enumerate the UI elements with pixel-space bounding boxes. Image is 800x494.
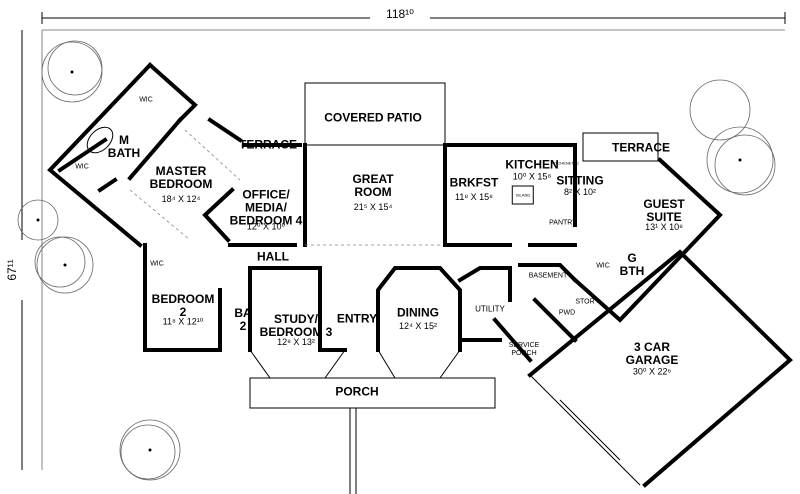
sitting-size: 8² X 10² [563, 187, 597, 197]
m-bath-label: M BATH [107, 133, 141, 160]
overall-width-dimension: 118¹⁰ [386, 7, 414, 21]
overall-depth-dimension: 67¹¹ [5, 259, 19, 281]
stor-label: STOR [575, 298, 595, 306]
wic-label: WIC [150, 260, 164, 268]
basement-label: BASEMENT [528, 272, 568, 280]
hall-label: HALL [257, 249, 289, 264]
landscape-trees [17, 40, 776, 481]
covered-patio-label: COVERED PATIO [324, 110, 422, 125]
utility-label: UTILITY [475, 304, 505, 314]
kitchen-label: KITCHEN [505, 157, 559, 172]
terrace-left-label: TERRACE [238, 137, 298, 152]
dimension-lines [21, 12, 786, 470]
bedroom-2-label: BEDROOM 2 [151, 292, 215, 319]
kitchenette-label: KITCHENETTE [551, 160, 579, 166]
kitchen-island: ISLAND [511, 185, 535, 205]
master-bedroom-label: MASTER BEDROOM [149, 164, 213, 191]
terrace-right-label: TERRACE [611, 140, 671, 155]
sitting-label: SITTING [556, 173, 604, 188]
office-label: OFFICE/ MEDIA/ BEDROOM 4 [229, 187, 303, 228]
great-room-size: 21⁵ X 15⁴ [353, 202, 393, 212]
wic-label: WIC [139, 96, 153, 104]
wic-label: WIC [596, 262, 610, 270]
pantry-label: PANTRY [549, 219, 577, 227]
dining-label: DINING [397, 305, 439, 320]
garage-label: 3 CAR GARAGE [625, 340, 679, 367]
service-porch-label: SERVICE PORCH [508, 342, 540, 357]
guest-suite-label: GUEST SUITE [643, 197, 685, 224]
porch-label: PORCH [335, 384, 379, 399]
dining-size: 12⁴ X 15² [399, 321, 437, 331]
great-room-label: GREAT ROOM [352, 172, 394, 199]
main-walls [143, 82, 723, 494]
garage-walls [527, 249, 793, 488]
wic-label: WIC [75, 163, 89, 171]
office-size: 12⁰ X 10⁰ [246, 221, 286, 232]
entry-label: ENTRY [336, 311, 378, 326]
g-bth-label: G BTH [619, 251, 645, 278]
bedroom-2-size: 11⁸ X 12¹⁰ [162, 316, 204, 327]
brkfst-size: 11⁸ X 15⁸ [455, 192, 493, 202]
study-label: STUDY/ BEDROOM 3 [259, 312, 333, 339]
pwd-label: PWD [558, 309, 576, 317]
study-size: 12⁸ X 13² [277, 337, 315, 347]
guest-suite-size: 13¹ X 10⁸ [645, 222, 683, 232]
garage-size: 30⁰ X 22⁶ [632, 366, 672, 377]
ba-2-label: BA 2 [234, 306, 252, 333]
kitchen-size: 10⁰ X 15⁸ [512, 171, 552, 182]
master-bedroom-size: 18⁴ X 12⁴ [161, 194, 201, 204]
brkfst-label: BRKFST [449, 175, 499, 190]
master-wing-walls [47, 62, 243, 248]
